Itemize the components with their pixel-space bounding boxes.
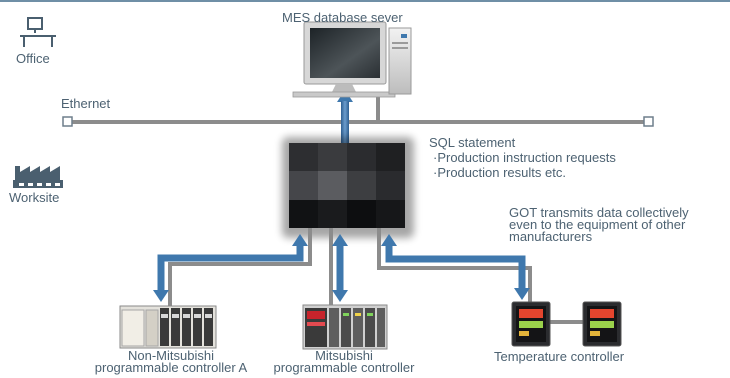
bus-terminator-left — [62, 116, 73, 127]
got-note-line: GOT transmits data collectively — [509, 205, 689, 220]
device-label-temperature: Temperature controller — [494, 349, 625, 364]
server-icon — [292, 21, 412, 98]
office-icon — [20, 17, 56, 47]
server-label: MES database sever — [282, 10, 403, 25]
device-label-non-mitsubishi: Non-Mitsubishi programmable controller A — [86, 348, 256, 375]
device-label-line2: programmable controller A — [94, 360, 248, 375]
temperature-controller-icon — [511, 301, 622, 347]
plc-non-mitsubishi — [119, 305, 217, 349]
bus-terminator-right — [643, 116, 654, 127]
device-label-line1: Mitsubishi — [315, 348, 373, 363]
got-note-line: manufacturers — [509, 229, 593, 244]
office-label: Office — [16, 51, 50, 66]
device-label-mitsubishi: Mitsubishi programmable controller — [264, 348, 424, 375]
top-rule — [0, 0, 730, 2]
got-note-line: even to the equipment of other — [509, 217, 686, 232]
server-uplink — [337, 90, 380, 145]
factory-icon — [13, 166, 63, 188]
worksite-label: Worksite — [9, 190, 60, 205]
sql-item: ·Production instruction requests — [433, 150, 616, 165]
got-unit — [282, 137, 414, 238]
ethernet-label: Ethernet — [61, 96, 111, 111]
plc-mitsubishi — [302, 304, 388, 350]
device-label-line1: Non-Mitsubishi — [128, 348, 214, 363]
ethernet-bus — [62, 116, 654, 127]
sql-item: ·Production results etc. — [433, 165, 566, 180]
device-cables — [168, 228, 583, 324]
sql-heading: SQL statement — [429, 135, 516, 150]
data-arrows — [153, 234, 530, 302]
device-label-line2: programmable controller — [273, 360, 415, 375]
